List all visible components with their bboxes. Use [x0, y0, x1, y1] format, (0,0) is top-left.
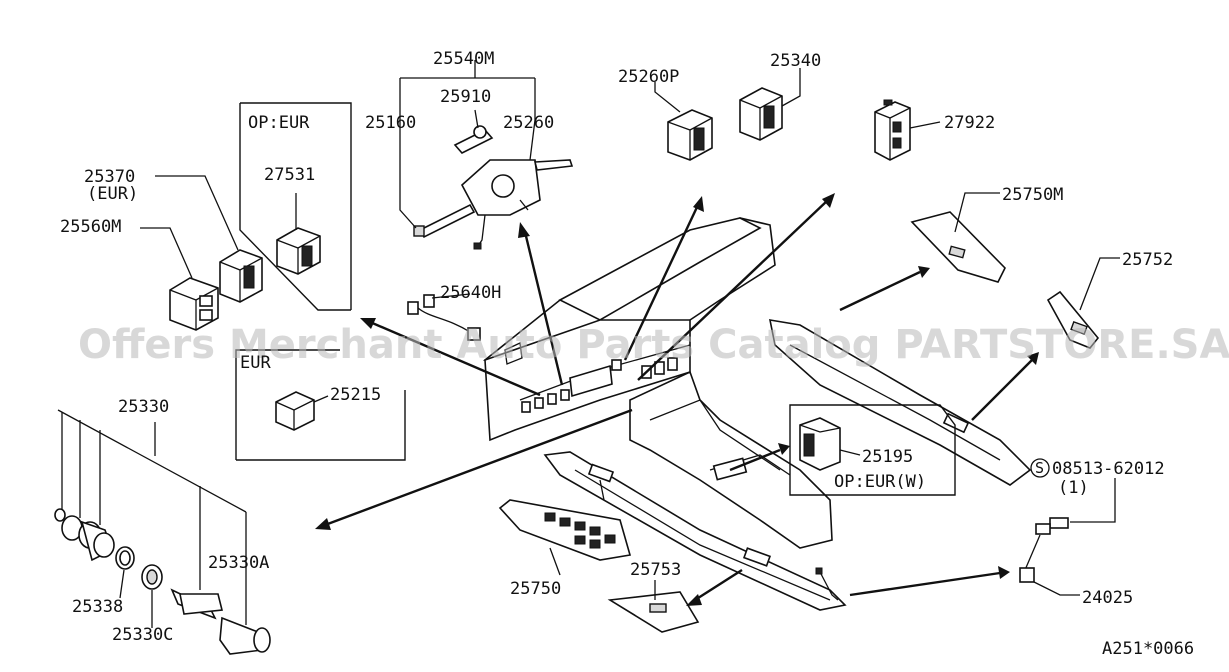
- label-25338: 25338: [72, 597, 123, 617]
- switch-25260P: [654, 82, 713, 161]
- part-labels: 25540M 25910 25160 25260 25260P 25340 27…: [60, 49, 1194, 659]
- figure-reference: A251*0066: [1102, 639, 1194, 659]
- switch-25340: [739, 68, 801, 141]
- assembly-arrows: [315, 193, 1039, 606]
- label-25330: 25330: [118, 397, 169, 417]
- label-25340: 25340: [770, 51, 821, 71]
- label-25540M: 25540M: [433, 49, 494, 69]
- label-24025: 24025: [1082, 588, 1133, 608]
- label-op-eur: OP:EUR: [248, 113, 310, 133]
- window-switch-panel-25750: [498, 499, 632, 576]
- label-27922: 27922: [944, 113, 995, 133]
- harness-24025: [815, 478, 1116, 601]
- harness-25640H: [407, 293, 481, 341]
- switch-25560M: [140, 227, 219, 331]
- label-25370: 25370: [84, 167, 135, 187]
- label-qty-1: (1): [1058, 478, 1089, 498]
- switch-25370: [155, 175, 263, 303]
- combination-switch-group: [399, 60, 574, 250]
- label-25752: 25752: [1122, 250, 1173, 270]
- finisher-25750M: [910, 192, 1006, 283]
- watermark: Offers Merchant Auto Parts Catalog PARTS…: [78, 322, 1229, 368]
- label-25195: 25195: [862, 447, 913, 467]
- cigarette-lighter-group: [54, 409, 271, 655]
- label-27531: 27531: [264, 165, 315, 185]
- label-25260P: 25260P: [618, 67, 679, 87]
- label-25750: 25750: [510, 579, 561, 599]
- finisher-25752: [1046, 257, 1120, 349]
- option-eur-box: [239, 102, 352, 311]
- label-25640H: 25640H: [440, 283, 501, 303]
- label-25370-eur: (EUR): [87, 184, 138, 204]
- dashboard-console-assembly: [482, 217, 1032, 611]
- label-25330C: 25330C: [112, 625, 173, 645]
- label-25215: 25215: [330, 385, 381, 405]
- label-25750M: 25750M: [1002, 185, 1063, 205]
- label-op-eur-w: OP:EUR(W): [834, 472, 926, 492]
- label-25910: 25910: [440, 87, 491, 107]
- eur-relay-box: [235, 349, 406, 461]
- label-25560M: 25560M: [60, 217, 121, 237]
- label-08513-62012: 08513-62012: [1052, 459, 1165, 479]
- label-screw-symbol: S: [1035, 459, 1044, 477]
- label-25330A: 25330A: [208, 553, 269, 573]
- label-eur-box: EUR: [240, 353, 271, 373]
- finisher-25753: [607, 580, 700, 633]
- label-25260: 25260: [503, 113, 554, 133]
- label-25160: 25160: [365, 113, 416, 133]
- screw-symbol-circle: [1030, 458, 1050, 478]
- switch-27922: [874, 99, 941, 161]
- label-25753: 25753: [630, 560, 681, 580]
- option-eur-w-box: [789, 404, 956, 496]
